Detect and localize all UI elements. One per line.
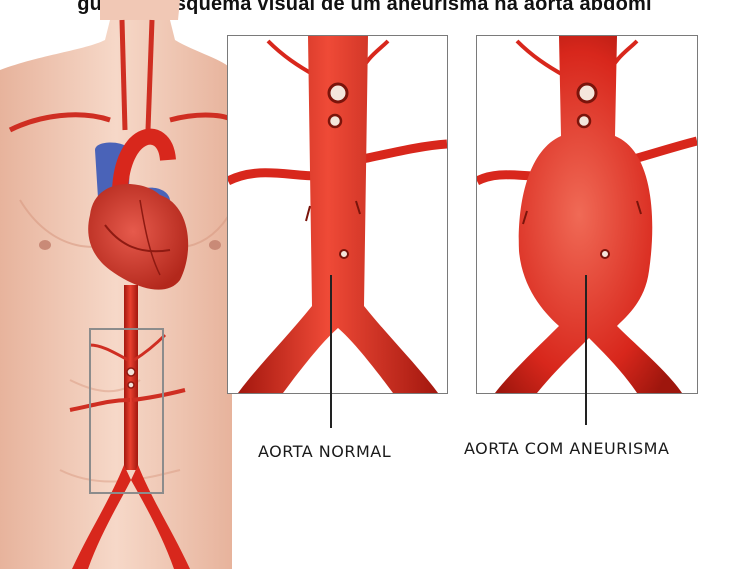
normal-aorta-drawing <box>228 36 447 393</box>
descending-aorta <box>124 285 138 470</box>
neck <box>100 0 180 20</box>
aneurysm-aorta-panel <box>476 35 698 394</box>
aneurysm-aorta-drawing <box>477 36 697 393</box>
leader-line-aneurysm <box>585 275 587 425</box>
label-aorta-normal: AORTA NORMAL <box>258 442 391 461</box>
label-aorta-aneurysm: AORTA COM ANEURISMA <box>464 439 669 458</box>
leader-line-normal <box>330 275 332 428</box>
normal-aorta-panel <box>227 35 448 394</box>
